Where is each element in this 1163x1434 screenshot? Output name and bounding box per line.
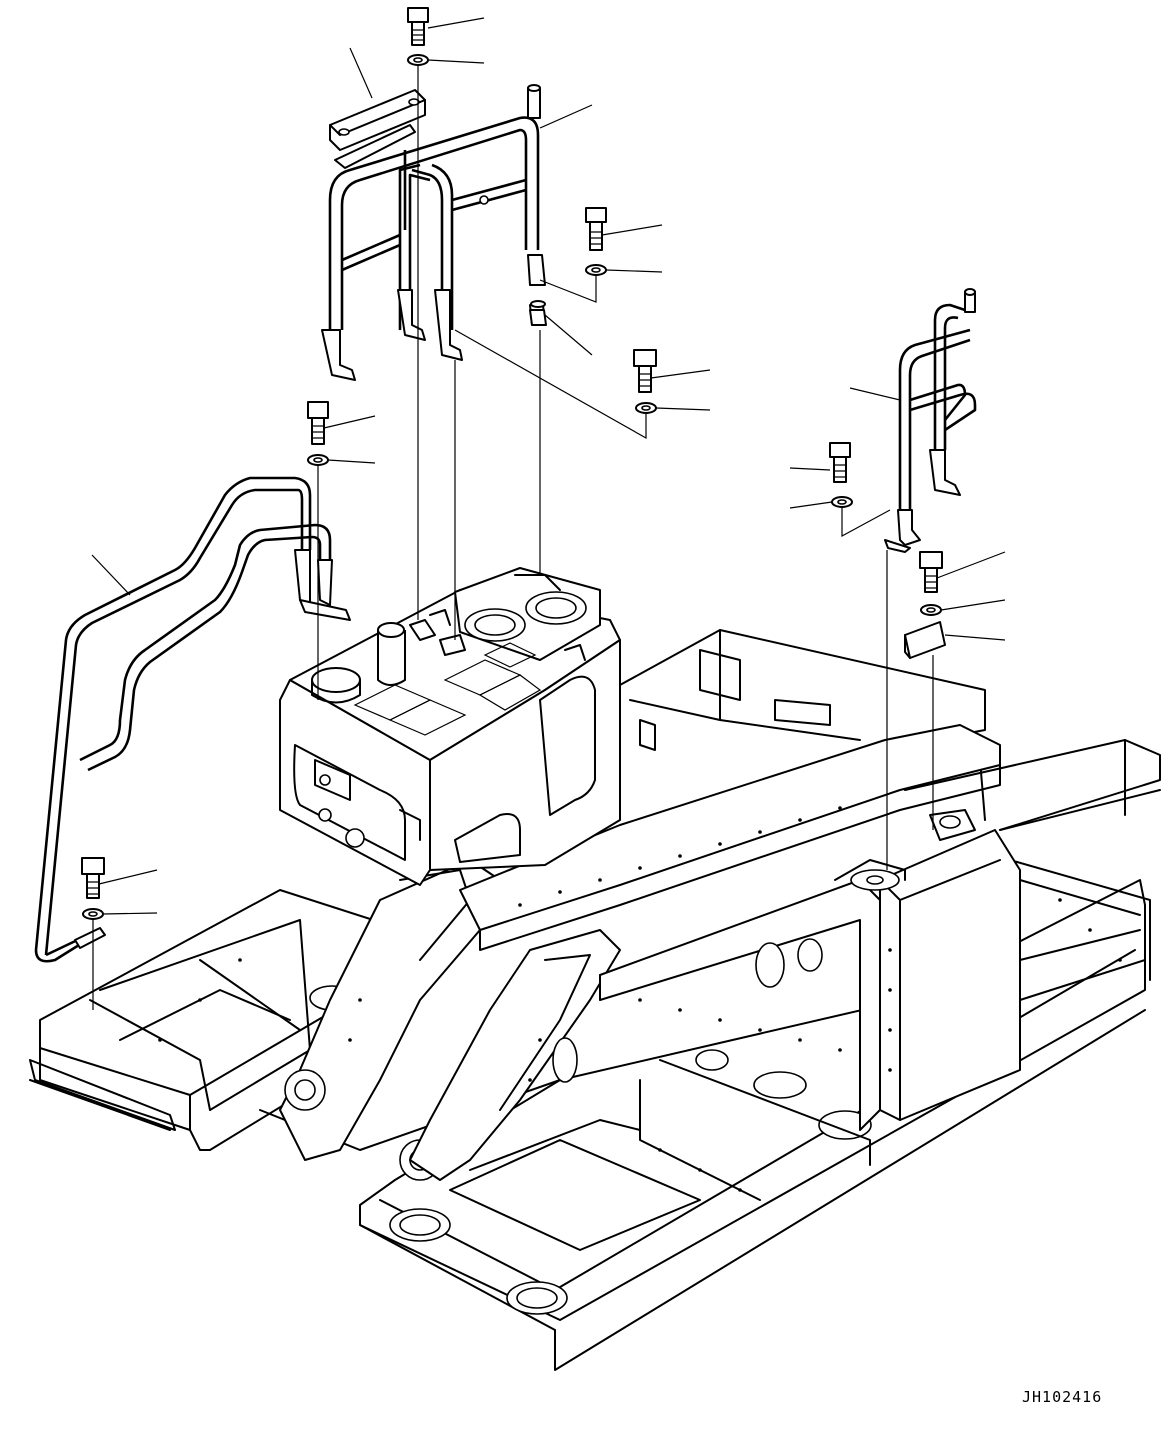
bolt-3 bbox=[633, 349, 657, 393]
bolt-2 bbox=[585, 207, 607, 251]
bolt-7 bbox=[81, 857, 105, 899]
revolving-frame bbox=[29, 629, 1161, 1371]
handrail-left bbox=[34, 476, 351, 963]
rivet-dots bbox=[158, 806, 1122, 1192]
cap bbox=[529, 309, 547, 326]
fasteners bbox=[81, 7, 946, 920]
small-plate bbox=[904, 621, 946, 659]
drawing-code: JH102416 bbox=[1022, 1388, 1103, 1406]
bolt-1 bbox=[407, 7, 429, 46]
bracket-plate-top bbox=[329, 89, 426, 169]
leader-lines bbox=[91, 17, 1006, 1010]
bolt-5 bbox=[829, 442, 851, 483]
bolt-6 bbox=[919, 551, 943, 593]
tank-assembly bbox=[279, 567, 621, 886]
handrail-upper-center bbox=[321, 84, 546, 381]
handrail-right bbox=[884, 288, 977, 553]
bolt-4 bbox=[307, 401, 329, 445]
